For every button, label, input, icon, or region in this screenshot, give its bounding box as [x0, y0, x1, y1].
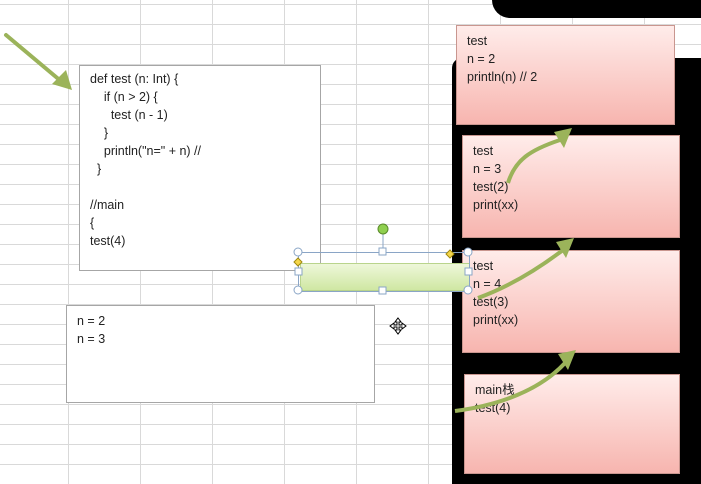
frame-line: n = 2	[467, 52, 496, 66]
curved-arrow-icon	[506, 128, 572, 184]
code-line: def test (n: Int) {	[90, 72, 179, 86]
stack-frame-test-n2[interactable]: test n = 2 println(n) // 2	[456, 25, 675, 125]
code-line: {	[90, 216, 95, 230]
output-line: n = 2	[77, 314, 106, 328]
code-line: test (n - 1)	[90, 108, 168, 122]
resize-handle-icon[interactable]	[293, 247, 473, 295]
frame-line: main栈	[475, 383, 515, 397]
frame-line: print(xx)	[473, 313, 519, 327]
move-cursor-icon	[389, 317, 407, 335]
adjust-handle-icon[interactable]	[293, 249, 455, 267]
output-line: n = 3	[77, 332, 106, 346]
frame-line: n = 4	[473, 277, 502, 291]
code-line: }	[90, 126, 109, 140]
code-line: if (n > 2) {	[90, 90, 158, 104]
frame-line: test	[473, 259, 494, 273]
stack-frame-test-n3[interactable]: test n = 3 test(2) print(xx)	[462, 135, 680, 238]
frame-line: test	[473, 144, 494, 158]
frame-line: test(2)	[473, 180, 509, 194]
black-decoration-top	[492, 0, 701, 18]
stack-frame-main[interactable]: main栈 test(4)	[464, 374, 680, 474]
code-line: //main	[90, 198, 125, 212]
frame-line: n = 3	[473, 162, 502, 176]
code-textbox[interactable]: def test (n: Int) { if (n > 2) { test (n…	[79, 65, 321, 271]
output-textbox[interactable]: n = 2 n = 3	[66, 305, 375, 403]
frame-line: print(xx)	[473, 198, 519, 212]
code-line: test(4)	[90, 234, 126, 248]
code-line: }	[90, 162, 102, 176]
pointer-arrow-icon	[4, 33, 72, 90]
curved-arrow-icon	[454, 350, 576, 413]
frame-line: test	[467, 34, 488, 48]
code-line: println("n=" + n) //	[90, 144, 202, 158]
curved-arrow-icon	[477, 238, 574, 300]
frame-line: println(n) // 2	[467, 70, 538, 84]
